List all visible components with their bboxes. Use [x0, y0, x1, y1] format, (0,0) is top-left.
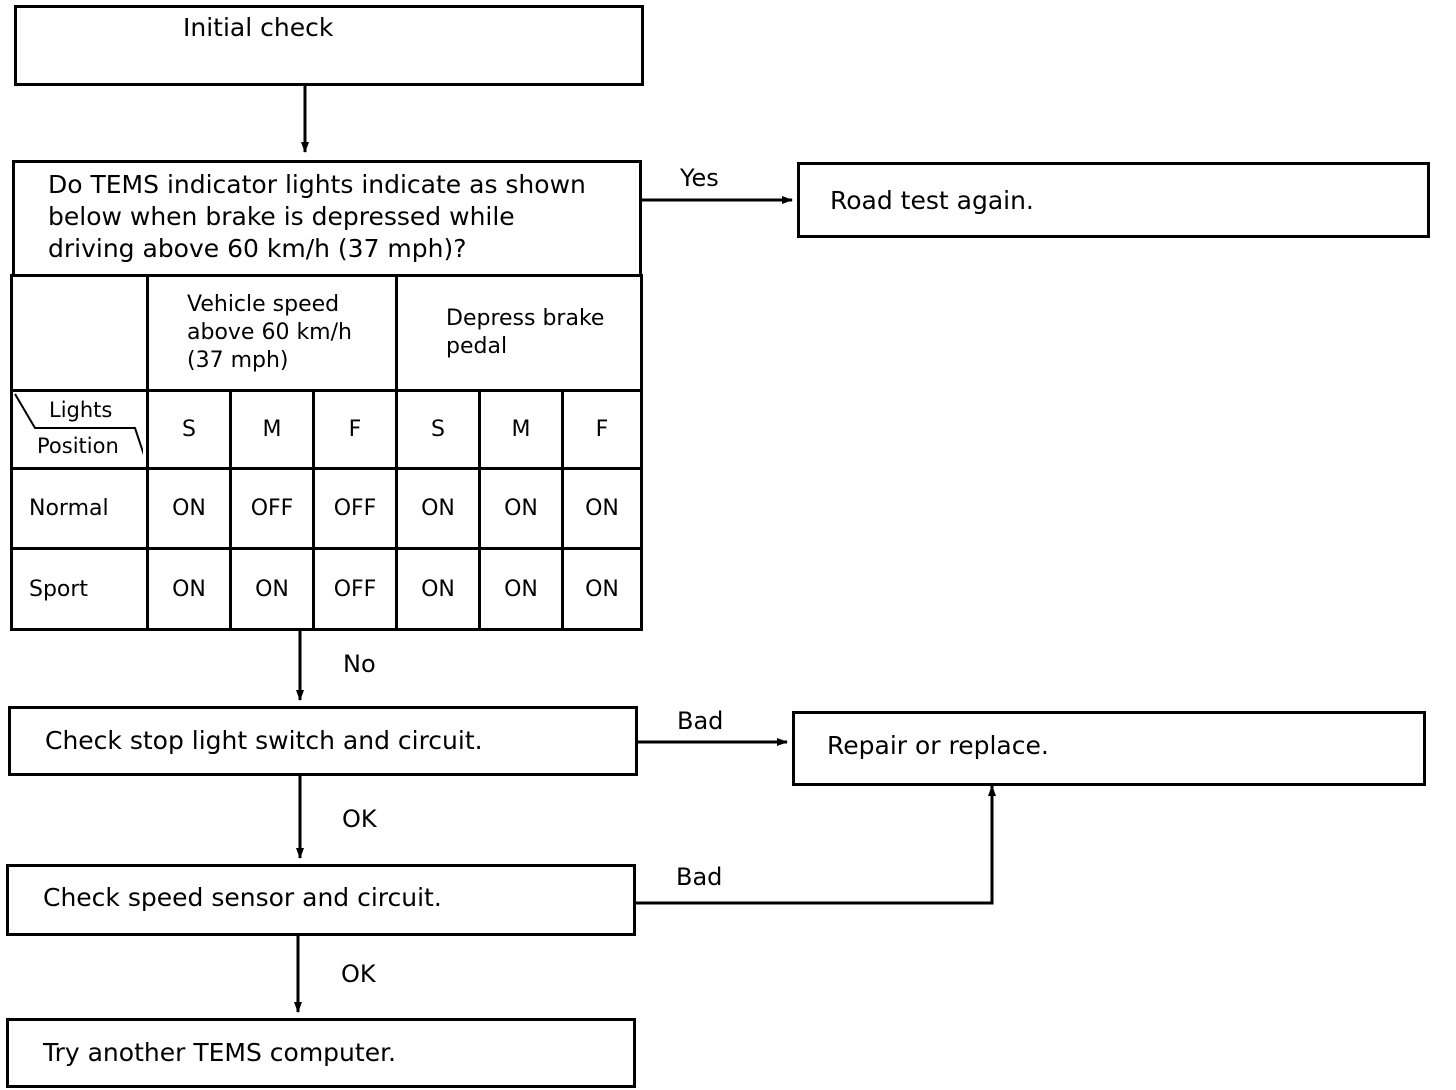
- row-label-normal: Normal: [10, 467, 149, 550]
- cell-sport-m-speed: ON: [229, 547, 315, 631]
- question-line-2: below when brake is depressed while: [48, 202, 515, 231]
- header-depress-brake: Depress brake pedal: [395, 274, 643, 392]
- col-header-f-brake: F: [561, 389, 643, 470]
- col-header-m-brake: M: [478, 389, 564, 470]
- col-header-s-brake: S: [395, 389, 481, 470]
- question-line-1: Do TEMS indicator lights indicate as sho…: [48, 170, 586, 199]
- branch-label-bad-stop-light: Bad: [677, 707, 724, 735]
- try-another-box: Try another TEMS computer.: [6, 1018, 636, 1088]
- road-test-box: Road test again.: [797, 162, 1430, 238]
- road-test-text: Road test again.: [830, 186, 1034, 215]
- cell-normal-s-brake: ON: [395, 467, 481, 550]
- cell-sport-f-speed: OFF: [312, 547, 398, 631]
- question-line-3: driving above 60 km/h (37 mph)?: [48, 234, 467, 263]
- branch-label-yes: Yes: [680, 164, 719, 192]
- cell-normal-f-speed: OFF: [312, 467, 398, 550]
- header-vehicle-speed-line-1: Vehicle speed: [187, 292, 340, 317]
- arrow-bad-speed-to-repair: [636, 785, 996, 905]
- stop-light-check-text: Check stop light switch and circuit.: [45, 726, 483, 755]
- speed-sensor-check-box: Check speed sensor and circuit.: [6, 864, 636, 936]
- initial-check-text: Initial check: [183, 13, 334, 42]
- cell-sport-f-brake: ON: [561, 547, 643, 631]
- corner-diagonal-line: [14, 393, 143, 456]
- header-vehicle-speed-line-2: above 60 km/h: [187, 320, 352, 345]
- indicator-lights-table: Vehicle speed above 60 km/h (37 mph) Dep…: [10, 274, 643, 631]
- header-depress-brake-line-1: Depress brake: [446, 306, 605, 331]
- cell-normal-m-speed: OFF: [229, 467, 315, 550]
- row-label-sport: Sport: [10, 547, 149, 631]
- lights-position-corner: Lights Position: [10, 389, 149, 470]
- cell-normal-s-speed: ON: [146, 467, 232, 550]
- cell-sport-s-speed: ON: [146, 547, 232, 631]
- speed-sensor-check-text: Check speed sensor and circuit.: [43, 883, 442, 912]
- cell-sport-s-brake: ON: [395, 547, 481, 631]
- header-vehicle-speed: Vehicle speed above 60 km/h (37 mph): [146, 274, 398, 392]
- table-corner-empty: [10, 274, 149, 392]
- cell-sport-m-brake: ON: [478, 547, 564, 631]
- header-depress-brake-line-2: pedal: [446, 334, 508, 359]
- table-row-normal: Normal ON OFF OFF ON ON ON: [10, 467, 643, 550]
- cell-normal-f-brake: ON: [561, 467, 643, 550]
- header-vehicle-speed-line-3: (37 mph): [187, 348, 289, 373]
- repair-replace-text: Repair or replace.: [827, 731, 1049, 760]
- col-header-s-speed: S: [146, 389, 232, 470]
- col-header-f-speed: F: [312, 389, 398, 470]
- branch-label-ok-stop-light: OK: [342, 805, 377, 833]
- try-another-text: Try another TEMS computer.: [43, 1038, 397, 1067]
- initial-check-box: Initial check: [14, 5, 644, 86]
- branch-label-bad-speed-sensor: Bad: [676, 863, 723, 891]
- corner-lights-label: Lights: [49, 398, 113, 422]
- cell-normal-m-brake: ON: [478, 467, 564, 550]
- repair-replace-box: Repair or replace.: [792, 711, 1426, 786]
- stop-light-check-box: Check stop light switch and circuit.: [8, 706, 638, 776]
- corner-position-label: Position: [37, 434, 119, 458]
- question-text: Do TEMS indicator lights indicate as sho…: [48, 169, 586, 265]
- question-box: Do TEMS indicator lights indicate as sho…: [12, 160, 642, 277]
- branch-label-ok-speed-sensor: OK: [341, 960, 376, 988]
- branch-label-no: No: [343, 650, 376, 678]
- table-row-sport: Sport ON ON OFF ON ON ON: [10, 547, 643, 631]
- col-header-m-speed: M: [229, 389, 315, 470]
